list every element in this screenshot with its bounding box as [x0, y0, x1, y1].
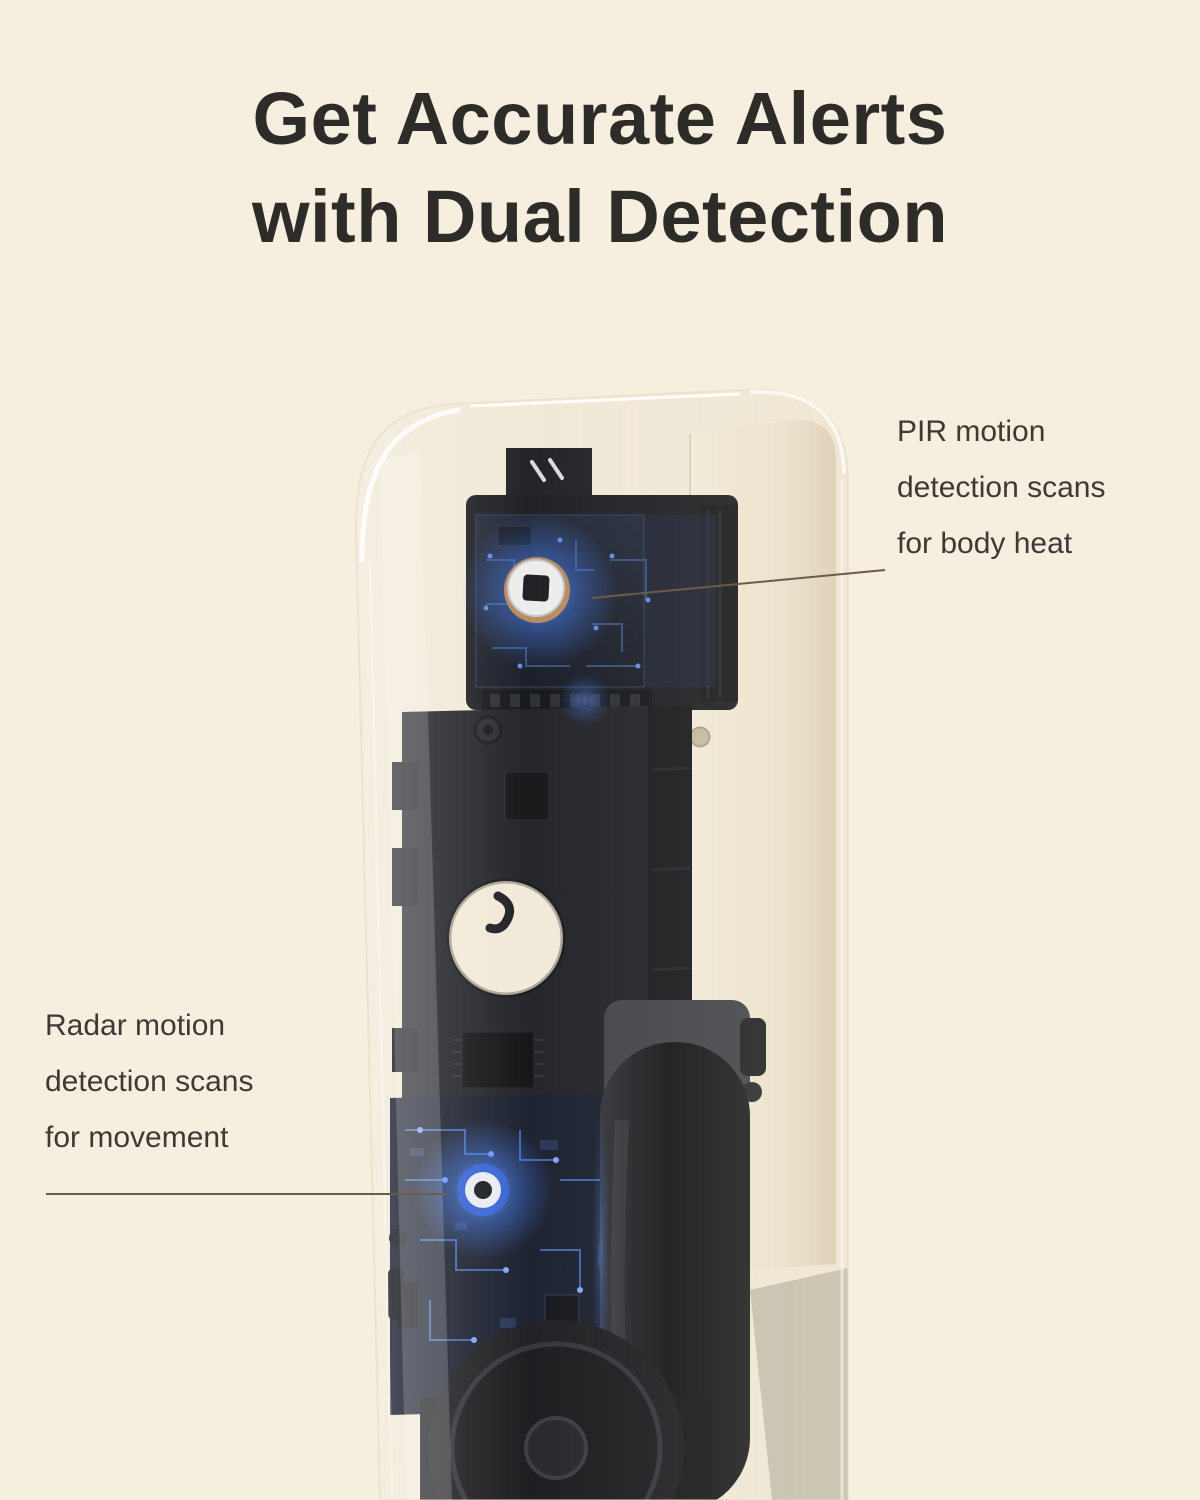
- pir-annotation-line-1: PIR motion: [897, 415, 1046, 448]
- radar-annotation-line-3: for movement: [45, 1121, 229, 1155]
- pir-annotation-line-2: detection scans: [897, 471, 1106, 505]
- radar-annotation-line-2: detection scans: [45, 1065, 254, 1099]
- headline-line-1: Get Accurate Alerts: [252, 77, 948, 160]
- radar-annotation: Radar motion detection scans for movemen…: [45, 998, 253, 1166]
- pir-annotation-line-3: for body heat: [897, 527, 1073, 561]
- headline: Get Accurate Alerts with Dual Detection: [0, 70, 1200, 265]
- radar-annotation-line-1: Radar motion: [45, 1009, 226, 1042]
- glass-shell: [354, 388, 849, 1500]
- pir-pointer-line: [591, 569, 886, 599]
- pir-annotation: PIR motion detection scans for body heat: [897, 404, 1105, 572]
- headline-line-2: with Dual Detection: [251, 174, 949, 258]
